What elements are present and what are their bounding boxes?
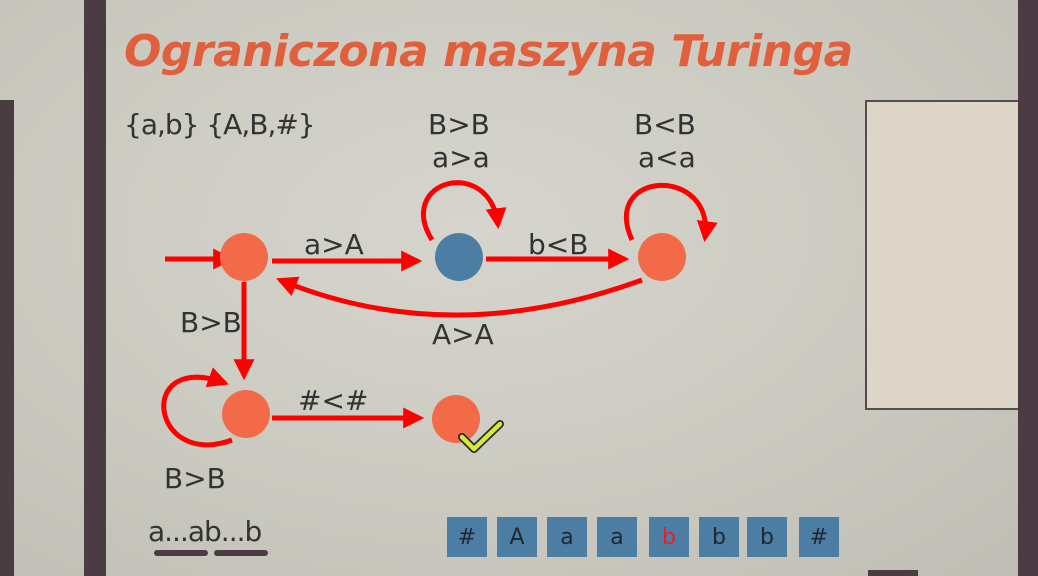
slide-title: Ograniczona maszyna Turinga — [124, 26, 853, 77]
left-frame-bar — [0, 100, 14, 576]
state-q1-active — [435, 233, 483, 281]
loop-q2 — [623, 182, 718, 243]
label-q3-q4: #<# — [298, 384, 368, 417]
tape-cell: A — [497, 517, 537, 557]
label-q1-loop-line1: B>B — [428, 108, 490, 141]
tape-cell: b — [747, 517, 787, 557]
right-frame-bar — [1018, 0, 1038, 576]
divider-frame-bar — [84, 0, 106, 576]
word-underline-b — [214, 550, 268, 556]
label-q2-loop-line1: B<B — [634, 108, 696, 141]
bottom-frame-nub — [868, 570, 918, 576]
tape-cell: # — [799, 517, 839, 557]
state-q4-accept — [432, 395, 480, 443]
label-q1-q2: b<B — [528, 228, 588, 261]
tape-cell: b — [649, 517, 689, 557]
side-panel — [865, 100, 1018, 410]
tape-cell: a — [597, 517, 637, 557]
input-word: a...ab...b — [148, 515, 262, 548]
word-underline-a — [154, 550, 208, 556]
label-q2-loop-line2: a<a — [638, 141, 696, 174]
state-q2 — [638, 233, 686, 281]
loop-q1 — [421, 180, 507, 242]
label-q0-q1: a>A — [304, 228, 364, 261]
state-q3 — [222, 390, 270, 438]
tape-cell: # — [447, 517, 487, 557]
label-q2-q0: A>A — [432, 318, 494, 351]
alphabet-text: {a,b} {A,B,#} — [124, 108, 316, 141]
accept-check-fill — [459, 421, 503, 452]
tape-cell: b — [699, 517, 739, 557]
label-q0-q3: B>B — [180, 306, 242, 339]
loop-q3 — [161, 367, 233, 448]
state-q0 — [220, 233, 268, 281]
label-q3-loop: B>B — [164, 462, 226, 495]
label-q1-loop-line2: a>a — [432, 141, 490, 174]
edge-q2-q0 — [276, 276, 643, 318]
tape-cell: a — [547, 517, 587, 557]
